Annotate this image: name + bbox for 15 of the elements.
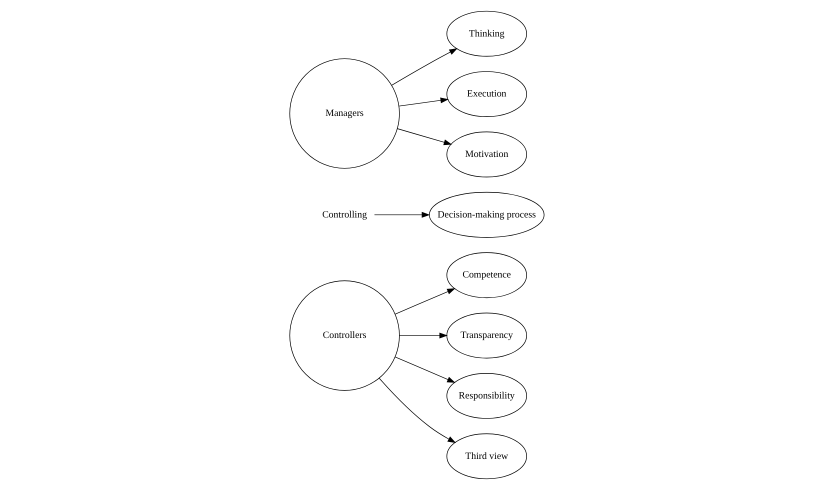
arrow — [394, 356, 456, 383]
arrow — [399, 332, 448, 338]
node-circle: Controllers — [289, 280, 400, 391]
node-text: Controlling — [322, 209, 367, 220]
arrow — [394, 288, 456, 315]
node-circle: Managers — [289, 58, 400, 169]
node-ellipse: Motivation — [446, 132, 527, 178]
arrow — [396, 128, 452, 146]
arrow — [398, 97, 449, 106]
node-ellipse: Transparency — [446, 312, 527, 358]
arrow — [374, 212, 430, 218]
node-ellipse: Execution — [446, 71, 527, 117]
arrow — [391, 48, 458, 86]
arrow — [378, 378, 456, 443]
node-ellipse: Decision-making process — [428, 192, 544, 238]
